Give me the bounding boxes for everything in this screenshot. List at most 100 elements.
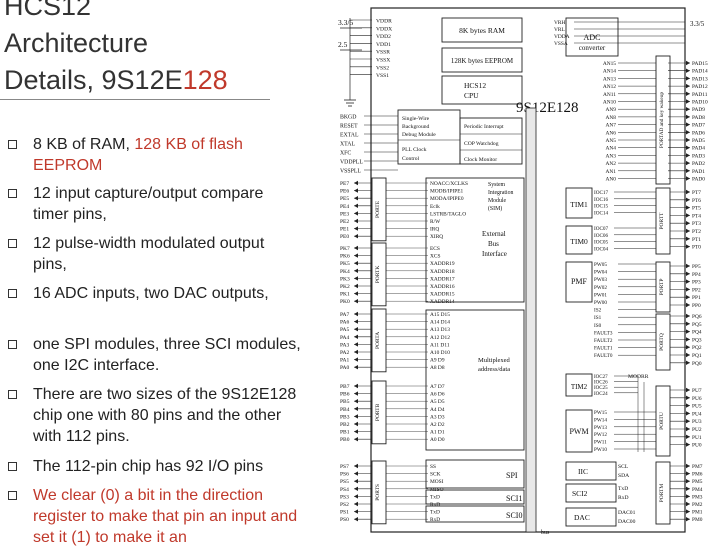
pad-pin-label: PAD3: [692, 153, 705, 159]
pad-pin-label: PAD13: [692, 76, 708, 82]
bdm-label: Background: [402, 124, 430, 130]
timer-channel-label: IOC17: [594, 190, 609, 196]
pin-arrow-icon: [354, 203, 358, 208]
internal-bus: [525, 107, 537, 533]
mux-label: Multiplexed: [478, 357, 511, 364]
pin-label: PS0: [340, 517, 349, 523]
port-box: [371, 460, 387, 525]
timer-channel-label: IOC14: [594, 210, 609, 216]
pin-arrow-icon: [354, 486, 358, 491]
tim2-block: [565, 373, 593, 397]
bullet-item: 12 input capture/output compare timer pi…: [8, 183, 308, 225]
mux-block: [425, 309, 525, 451]
pin-label: PB5: [340, 399, 350, 405]
pin-label: PB2: [340, 422, 350, 428]
pmf-function-label: FAULT3: [594, 330, 613, 336]
pin-label: PB4: [340, 407, 350, 413]
tim1-block: [565, 187, 593, 219]
pin-label: PT1: [692, 237, 701, 243]
pin-function-label: XADDR16: [430, 284, 455, 290]
bullet-item: 16 ADC inputs, two DAC outputs,: [8, 283, 308, 304]
adc-ref-pin-label: VSSA: [554, 41, 568, 47]
pin-label: PB0: [340, 437, 350, 443]
pin-arrow-icon: [686, 68, 690, 73]
pin-label: PE6: [340, 189, 349, 195]
pin-label: PQ6: [692, 314, 702, 320]
timer-channel-label: IOC04: [594, 246, 609, 252]
clock-monitor-label: Clock Monitor: [464, 157, 497, 163]
bullet-text-segment: The 112-pin chip has 92 I/O pins: [33, 458, 264, 475]
pin-label: PS6: [340, 472, 349, 478]
pin-arrow-icon: [686, 221, 690, 226]
pin-arrow-icon: [686, 99, 690, 104]
pmf-function-label: FAULT1: [594, 346, 613, 352]
pin-arrow-icon: [686, 471, 690, 476]
bullet-item: The 112-pin chip has 92 I/O pins: [8, 456, 308, 477]
pin-function-label: A2 D2: [430, 422, 445, 428]
iic-function-label: SCL: [618, 464, 629, 470]
power-pin-label: VSS1: [376, 73, 389, 79]
pin-arrow-icon: [686, 137, 690, 143]
pin-function-label: MODB/IPIPE1: [430, 189, 464, 195]
power-pin-label: VSSR: [376, 50, 390, 56]
sci0-block: [425, 505, 525, 523]
spi-block: [425, 459, 525, 489]
pin-arrow-icon: [354, 383, 358, 389]
pmf-function-label: PW00: [594, 300, 607, 306]
pin-label: PK6: [340, 254, 350, 260]
port-label: PORTM: [659, 484, 665, 503]
bullet-square-icon: [8, 140, 17, 149]
dac-block: [565, 507, 617, 527]
adc-channel-label: AN9: [606, 107, 617, 113]
pin-arrow-icon: [686, 114, 690, 120]
pin-function-label: A13 D13: [430, 327, 450, 333]
pin-label: PA7: [340, 312, 350, 318]
timer-channel-label: IOC05: [594, 240, 609, 246]
port-label: PORTT: [659, 212, 665, 230]
pin-function-label: XADDR15: [430, 292, 455, 298]
pin-arrow-icon: [686, 295, 690, 300]
adc-channel-label: AN7: [606, 123, 617, 129]
pin-arrow-icon: [354, 218, 358, 224]
pwm-function-label: PW11: [594, 440, 607, 446]
bullet-text: 16 ADC inputs, two DAC outputs,: [33, 283, 301, 304]
timer-channel-label: IOC15: [594, 204, 609, 210]
pin-arrow-icon: [354, 327, 358, 332]
pin-label: PS4: [340, 487, 349, 493]
port-box: [371, 177, 387, 242]
timer-channel-label: IOC25: [594, 386, 608, 391]
pin-label: PT2: [692, 229, 701, 235]
pin-arrow-icon: [686, 352, 690, 358]
pmf-block: [565, 261, 593, 303]
ebi-label: Bus: [488, 240, 499, 248]
port-label: PORTK: [375, 266, 381, 284]
pin-function-label: SS: [430, 464, 436, 470]
pin-function-label: A9 D9: [430, 358, 445, 364]
bullet-text-segment: There are two sizes of the 9S12E128 chip…: [33, 386, 297, 445]
pin-function-label: NOACC/XCLKS: [430, 181, 468, 187]
eeprom-label: 128K bytes EEPROM: [451, 57, 514, 65]
sci2-label: SCI2: [572, 489, 588, 498]
pin-function-label: A6 D6: [430, 392, 445, 398]
supply-label: 2.5: [338, 40, 348, 49]
bullet-text-segment: 128 KB of flash EEPROM: [33, 136, 243, 174]
bullet-text: We clear (0) a bit in the direction regi…: [33, 485, 301, 548]
pin-function-label: A5 D5: [430, 399, 445, 405]
bullet-square-icon: [8, 239, 17, 248]
port-label: PORTAD and key wakeup: [659, 92, 665, 149]
pin-label: PU4: [692, 411, 702, 417]
pin-label: PA1: [340, 358, 350, 364]
title-line-2: Architecture: [4, 28, 149, 58]
pin-function-label: RxD: [430, 502, 440, 508]
pwm-label: PWM: [569, 427, 588, 436]
chip-name-label: 9S12E128: [516, 100, 579, 116]
pin-function-label: A3 D3: [430, 414, 445, 420]
pin-function-label: XCS: [430, 254, 441, 260]
pin-arrow-icon: [354, 253, 358, 258]
pin-arrow-icon: [686, 228, 690, 234]
pin-arrow-icon: [686, 442, 690, 447]
pad-pin-label: PAD11: [692, 92, 708, 98]
pin-label: PE7: [340, 181, 349, 187]
pad-pin-label: PAD8: [692, 115, 705, 121]
eeprom-block: [441, 47, 523, 73]
